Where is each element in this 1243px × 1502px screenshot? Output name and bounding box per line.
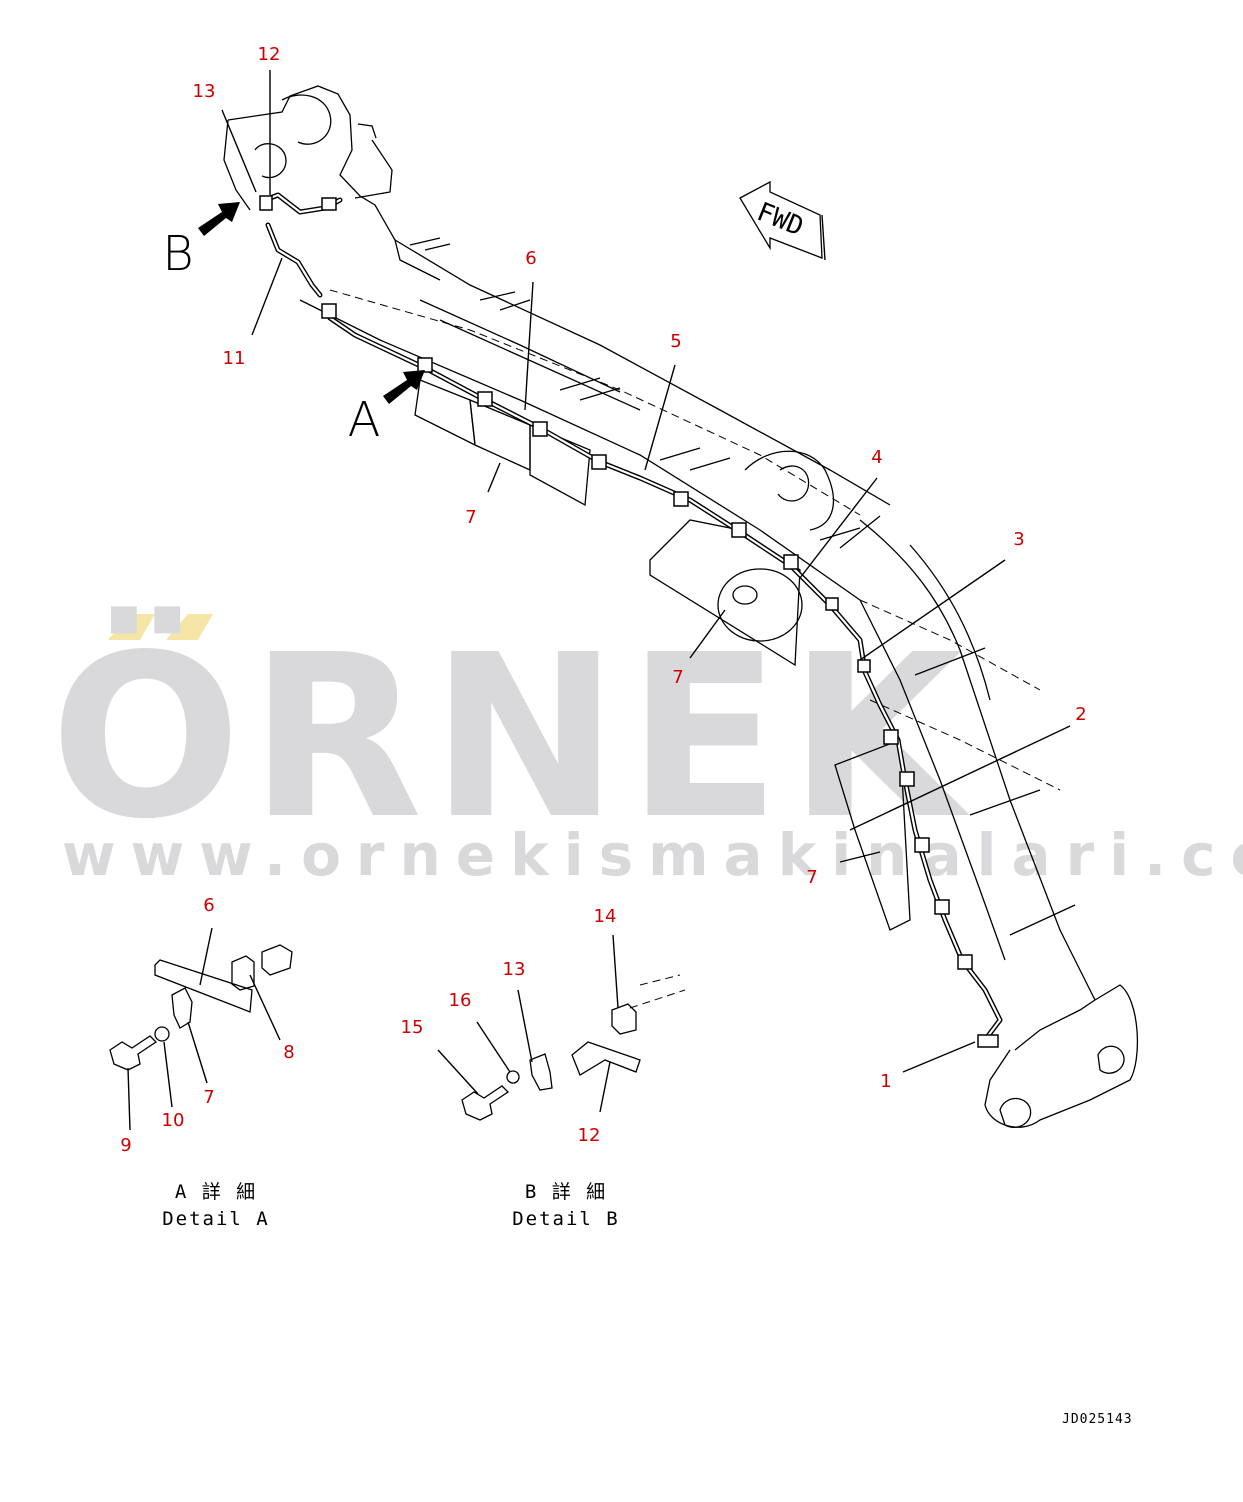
clamp-11 [934,899,950,915]
watermark-url: www.ornekismakinalari.com.tr [62,821,1243,889]
detail-b-tube [571,1041,641,1076]
callout-7-upper: 7 [465,507,476,528]
callout-5: 5 [670,331,681,352]
clamp-5 [673,491,689,507]
detail-a: 6 8 7 10 9 A 詳 細 Detail A [109,895,295,1230]
detail-a-plate [261,944,293,976]
clamp-2 [477,391,493,407]
detail-a-callout-8: 8 [283,1042,294,1063]
detail-b-callout-14: 14 [594,906,617,927]
detail-a-callout-7: 7 [203,1087,214,1108]
view-arrow-a [383,370,425,404]
boom-outline [223,85,1138,1128]
clamp-4 [591,454,607,470]
callout-3: 3 [1013,529,1024,550]
detail-a-bracket [171,987,193,1029]
detail-b-caption-jp: B 詳 細 [525,1181,607,1203]
detail-a-block [231,955,255,991]
view-letter-b: B [162,226,193,282]
fitting-4 [825,597,839,611]
detail-a-callout-9: 9 [120,1135,131,1156]
watermark-brand: ÖRNEK [50,606,971,869]
detail-b-bolt [461,1085,510,1121]
detail-a-bolt [109,1035,158,1071]
clamp-1 [417,357,433,373]
view-arrow-b [198,202,240,236]
callout-1: 1 [880,1071,891,1092]
fitting-3 [857,659,871,673]
clamp-3 [532,421,548,437]
detail-b: 14 13 16 15 12 B 詳 細 Detail B [401,906,686,1230]
clamp-13 [321,197,337,211]
detail-b-washer [506,1070,520,1084]
detail-a-callout-10: 10 [162,1110,185,1131]
callout-4: 4 [871,447,882,468]
hose-route [259,192,1003,1048]
clamp-8 [883,729,899,745]
watermark-accent-left [108,614,155,640]
detail-b-callout-12: 12 [578,1125,601,1146]
view-letter-a: A [348,392,381,448]
callout-11: 11 [223,348,246,369]
detail-b-hose [629,974,686,1009]
main-callouts: 12 13 11 6 5 7 4 3 7 2 7 1 [193,44,1087,1092]
detail-a-hose [154,959,253,1013]
detail-b-callout-16: 16 [449,990,472,1011]
clamp-6 [731,522,747,538]
detail-b-caption-en: Detail B [512,1208,620,1230]
fwd-arrow [739,180,826,261]
fitting-mid [321,303,337,319]
callout-6: 6 [525,248,536,269]
clamp-10 [914,837,930,853]
watermark-accent-right [166,614,213,640]
detail-b-callout-15: 15 [401,1017,424,1038]
callout-7-middle: 7 [672,667,683,688]
detail-b-callout-13: 13 [503,959,526,980]
clamp-12 [957,954,973,970]
fitting-top [259,195,273,211]
callout-2: 2 [1075,704,1086,725]
document-id: JD025143 [1062,1412,1133,1427]
callout-13-top: 13 [193,81,216,102]
main-leaders [221,70,1071,1073]
detail-a-callout-6: 6 [203,895,214,916]
detail-a-caption-en: Detail A [162,1208,270,1230]
clamp-7 [783,554,799,570]
detail-b-clamp [611,1003,637,1035]
detail-a-washer [154,1026,170,1042]
fwd-label: FWD [753,197,808,242]
clamp-9 [899,771,915,787]
callout-12-top: 12 [258,44,281,65]
fitting-1 [977,1034,999,1048]
detail-a-caption-jp: A 詳 細 [175,1181,257,1203]
callout-7-lower: 7 [806,867,817,888]
detail-b-bracket [529,1053,553,1091]
watermark: ÖRNEK www.ornekismakinalari.com.tr [50,606,1243,889]
